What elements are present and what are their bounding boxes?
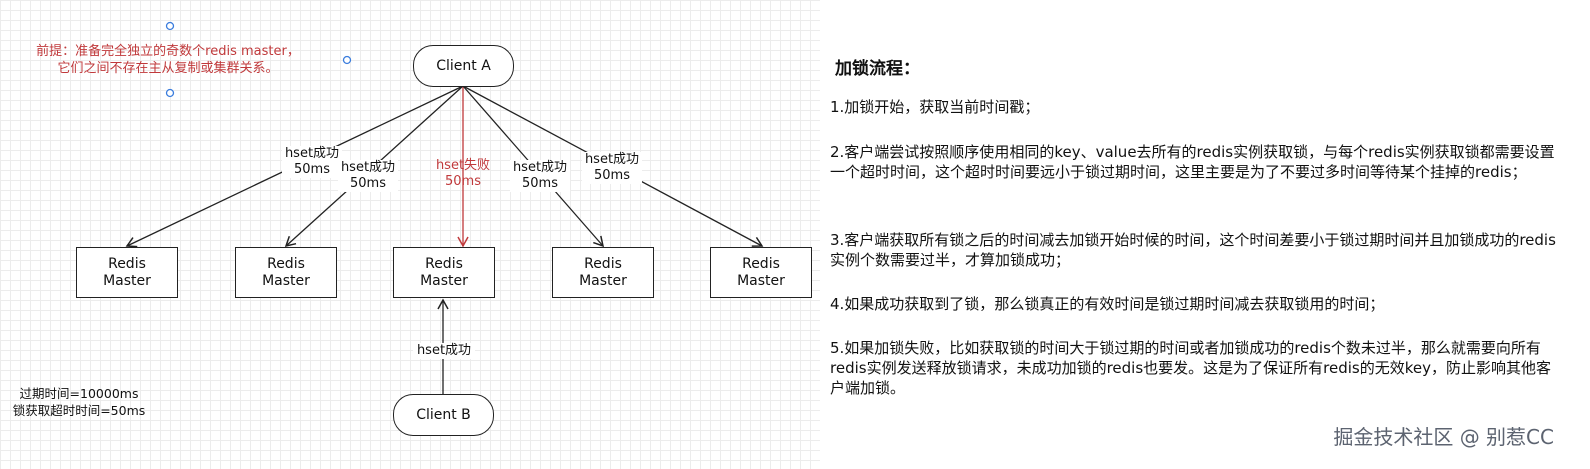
- flow-step-3: 3.客户端获取所有锁之后的时间减去加锁开始时候的时间，这个时间差要小于锁过期时间…: [830, 231, 1556, 269]
- edge-label-text: hset成功: [340, 160, 396, 175]
- edge-label-time: 50ms: [350, 176, 386, 191]
- master-label-line2: Master: [579, 272, 627, 289]
- redis-master-node-3[interactable]: Redis Master: [393, 247, 495, 298]
- flow-step-2: 2.客户端尝试按照顺序使用相同的key、value去所有的redis实例获取锁，…: [830, 143, 1555, 181]
- selection-handle-icon[interactable]: [165, 88, 175, 98]
- client-a-node[interactable]: Client A: [413, 45, 514, 87]
- edge-label-3[interactable]: hset失败 50ms: [433, 158, 493, 190]
- flow-step-1: 1.加锁开始，获取当前时间戳；: [830, 98, 1040, 116]
- client-b-node[interactable]: Client B: [393, 394, 494, 436]
- edge-label-text: hset成功: [284, 146, 340, 161]
- timeout-setting: 锁获取超时时间=50ms: [12, 403, 146, 418]
- master-label-line2: Master: [262, 272, 310, 289]
- diagram-canvas: 前提：准备完全独立的奇数个redis master， 它们之间不存在主从复制或集…: [0, 0, 820, 469]
- edge-label-time: 50ms: [294, 162, 330, 177]
- master-label-line1: Redis: [742, 255, 780, 272]
- master-label-line2: Master: [420, 272, 468, 289]
- master-label-line1: Redis: [108, 255, 146, 272]
- edge-label-text: hset失败: [435, 158, 491, 173]
- flow-panel: 加锁流程： 1.加锁开始，获取当前时间戳； 2.客户端尝试按照顺序使用相同的ke…: [820, 0, 1590, 469]
- flow-step-5: 5.如果加锁失败，比如获取锁的时间大于锁过期的时间或者加锁成功的redis个数未…: [830, 339, 1551, 397]
- redis-master-node-4[interactable]: Redis Master: [552, 247, 654, 298]
- redis-master-node-5[interactable]: Redis Master: [710, 247, 812, 298]
- edge-label-text: hset成功: [584, 152, 640, 167]
- redis-master-node-2[interactable]: Redis Master: [235, 247, 337, 298]
- client-b-edge-label[interactable]: hset成功: [413, 343, 475, 359]
- redis-master-node-1[interactable]: Redis Master: [76, 247, 178, 298]
- edge-label-time: 50ms: [594, 168, 630, 183]
- master-label-line1: Redis: [267, 255, 305, 272]
- master-label-line1: Redis: [584, 255, 622, 272]
- edge-label-4[interactable]: hset成功 50ms: [510, 160, 570, 192]
- settings-note[interactable]: 过期时间=10000ms 锁获取超时时间=50ms: [4, 385, 154, 419]
- flow-step-4: 4.如果成功获取到了锁，那么锁真正的有效时间是锁过期时间减去获取锁用的时间；: [830, 295, 1385, 313]
- expire-setting: 过期时间=10000ms: [19, 386, 139, 401]
- master-label-line2: Master: [737, 272, 785, 289]
- watermark: 掘金技术社区 @ 别惹CC: [1333, 425, 1554, 449]
- premise-line-2: 它们之间不存在主从复制或集群关系。: [57, 61, 279, 76]
- edge-label-time: 50ms: [445, 174, 481, 189]
- client-b-label: Client B: [416, 406, 471, 423]
- edge-label-time: 50ms: [522, 176, 558, 191]
- flow-title: 加锁流程：: [835, 59, 920, 79]
- selection-handle-icon[interactable]: [165, 21, 175, 31]
- edge-label-1[interactable]: hset成功 50ms: [282, 146, 342, 178]
- premise-note[interactable]: 前提：准备完全独立的奇数个redis master， 它们之间不存在主从复制或集…: [8, 43, 328, 77]
- premise-line-1: 前提：准备完全独立的奇数个redis master，: [36, 44, 300, 59]
- selection-handle-icon[interactable]: [342, 55, 352, 65]
- master-label-line1: Redis: [425, 255, 463, 272]
- client-a-label: Client A: [436, 57, 491, 74]
- edge-label-5[interactable]: hset成功 50ms: [582, 152, 642, 184]
- client-b-edge-text: hset成功: [416, 343, 472, 358]
- master-label-line2: Master: [103, 272, 151, 289]
- edge-label-2[interactable]: hset成功 50ms: [338, 160, 398, 192]
- edge-label-text: hset成功: [512, 160, 568, 175]
